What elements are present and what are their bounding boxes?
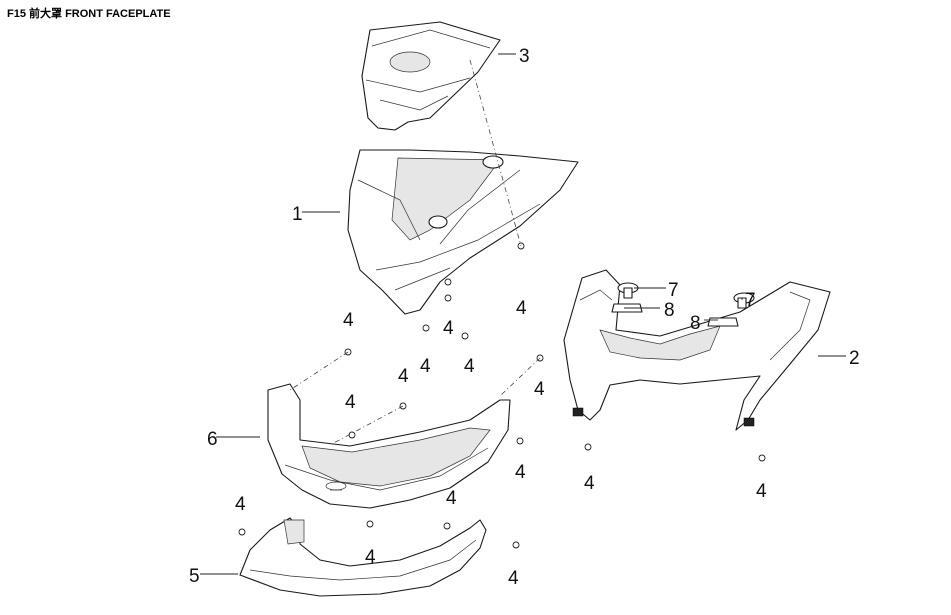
page-title: F15 前大罩 FRONT FACEPLATE [7, 8, 171, 20]
callout-4-o: 4 [508, 568, 519, 589]
callout-4-a: 4 [516, 298, 527, 319]
part-5-lower-trim [239, 517, 487, 597]
callout-5: 5 [189, 566, 200, 587]
leader-lines [200, 53, 846, 575]
callout-2: 2 [849, 348, 860, 369]
assembly-lines [289, 59, 541, 446]
callout-4-h: 4 [345, 392, 356, 413]
part-6-headlight-frame [267, 383, 511, 509]
callout-4-j: 4 [584, 473, 595, 494]
callout-1: 1 [292, 204, 303, 225]
callout-8-b: 8 [690, 313, 701, 334]
callout-4-l: 4 [446, 488, 457, 509]
callout-4-b: 4 [443, 318, 454, 339]
part-3-top-cover [361, 21, 501, 131]
callout-4-k: 4 [756, 481, 767, 502]
callout-4-g: 4 [398, 366, 409, 387]
part-7-8-clips [611, 282, 755, 327]
callout-7-a: 7 [668, 280, 679, 301]
part-2-side-panels [563, 269, 831, 431]
callout-4-m: 4 [365, 547, 376, 568]
screws [238, 242, 766, 549]
callout-8-a: 8 [664, 300, 675, 321]
callout-4-n: 4 [235, 494, 246, 515]
callout-4-f: 4 [534, 379, 545, 400]
callout-3: 3 [519, 46, 530, 67]
part-1-front-cover [347, 149, 579, 315]
callout-7-b: 7 [745, 290, 756, 311]
callouts: 3 1 2 6 5 7 8 7 8 4 4 4 4 4 4 4 4 4 4 4 … [189, 46, 860, 589]
callout-4-e: 4 [343, 310, 354, 331]
callout-4-c: 4 [420, 356, 431, 377]
callout-4-i: 4 [515, 462, 526, 483]
callout-6: 6 [207, 429, 218, 450]
callout-4-d: 4 [464, 356, 475, 377]
